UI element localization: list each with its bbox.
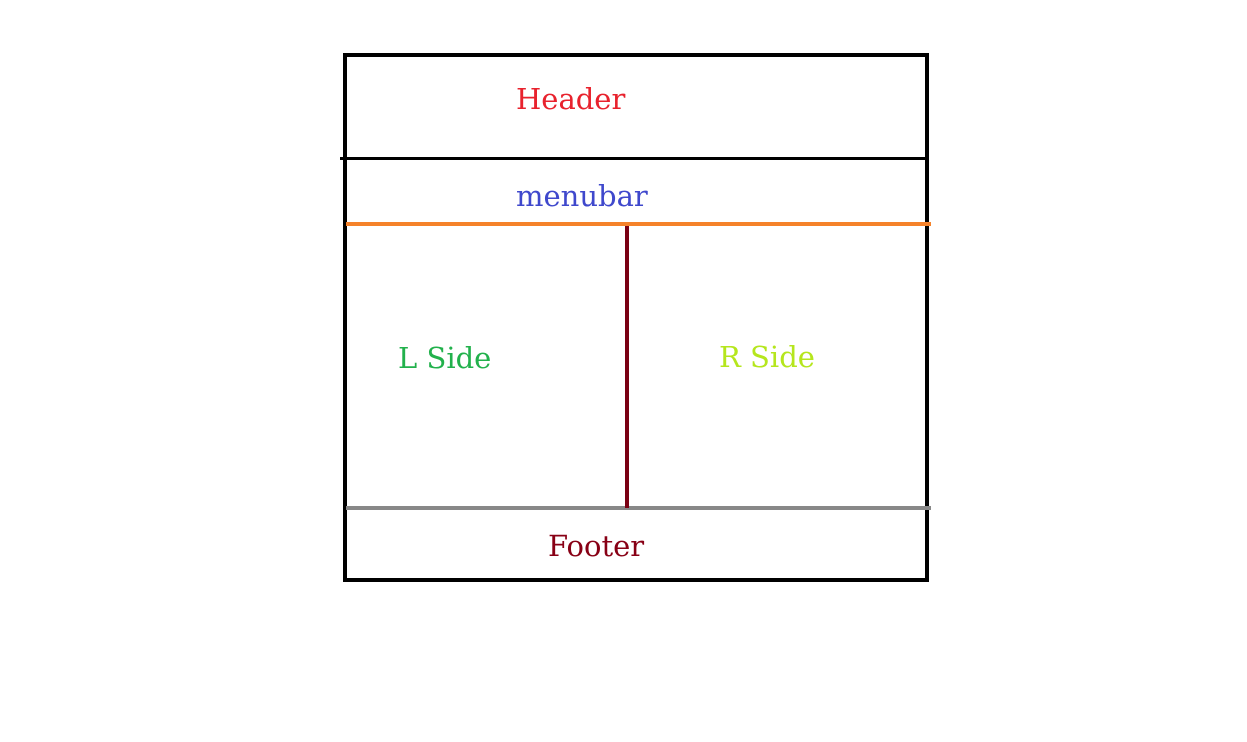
right-side-label: R Side [719,340,815,374]
menubar-label: menubar [516,179,648,213]
menubar-divider [346,222,931,226]
side-divider [625,226,629,508]
footer-label: Footer [548,529,645,563]
page-frame [343,53,929,582]
left-side-label: L Side [398,341,492,375]
header-label: Header [516,82,626,116]
footer-divider [346,506,931,510]
header-divider [340,157,927,160]
